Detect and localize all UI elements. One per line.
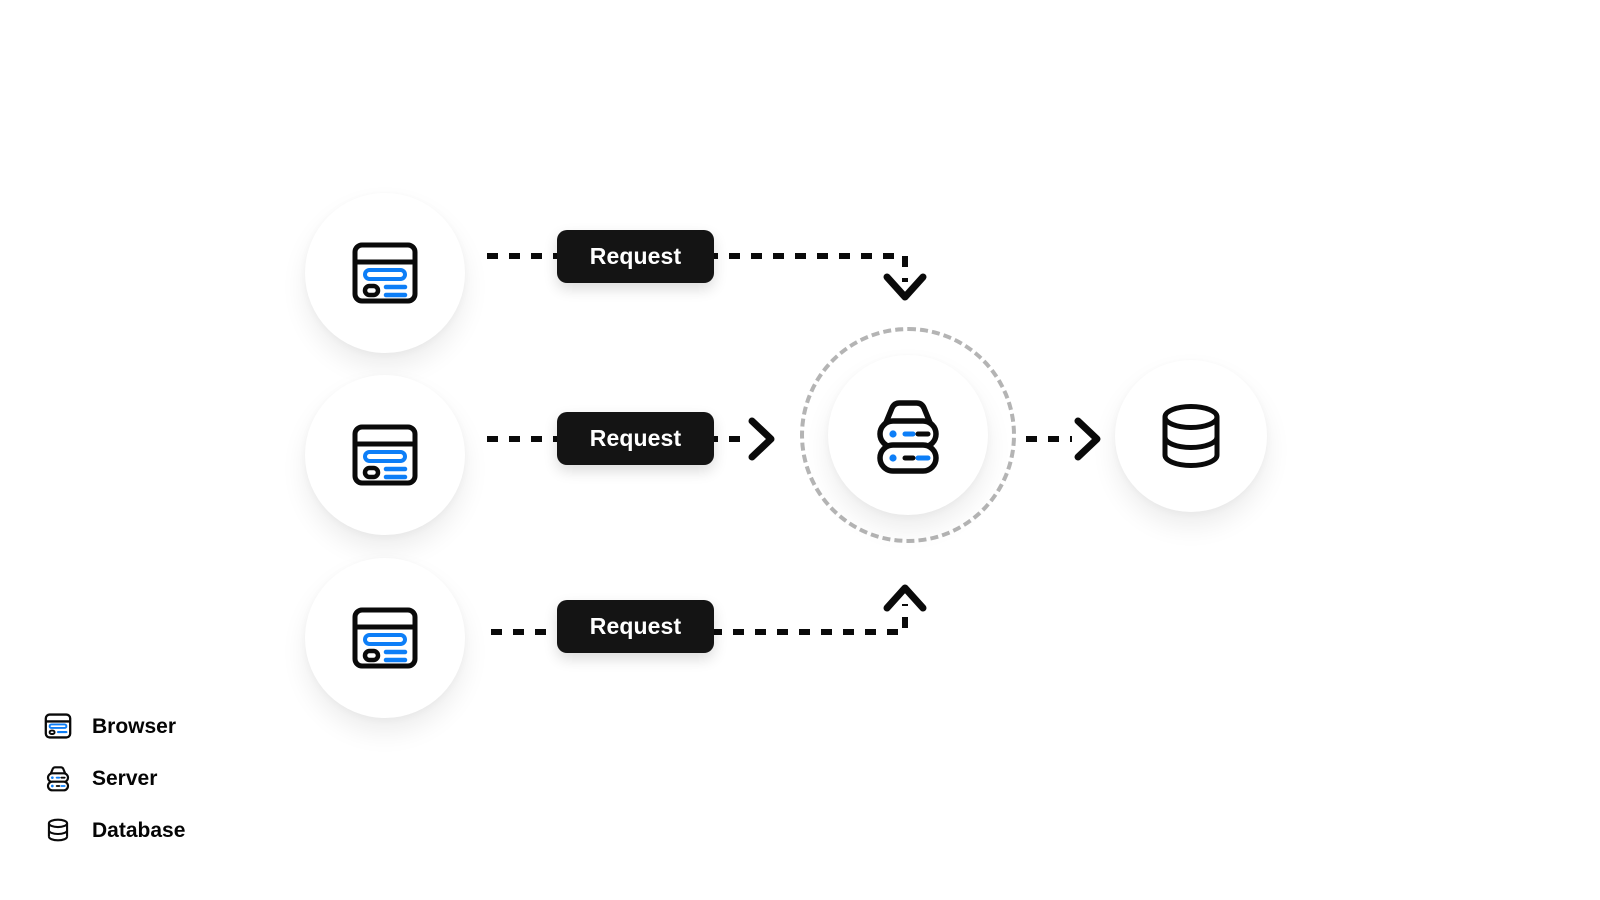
badge-text: Request xyxy=(589,425,682,451)
node-browser-3[interactable] xyxy=(305,558,465,718)
edge-label-request-2[interactable]: Request xyxy=(557,412,714,465)
database-icon xyxy=(1148,393,1234,479)
legend-item-server: Server xyxy=(42,752,185,804)
node-database-1[interactable] xyxy=(1115,360,1267,512)
arrowhead-right-icon xyxy=(748,417,775,461)
legend-item-browser: Browser xyxy=(42,700,185,752)
server-icon xyxy=(860,387,956,483)
badge-text: Request xyxy=(589,243,682,269)
badge-text: Request xyxy=(589,613,682,639)
legend: Browser Server xyxy=(42,700,185,856)
edge-label-request-3[interactable]: Request xyxy=(557,600,714,653)
browser-icon xyxy=(343,231,427,315)
legend-label-browser: Browser xyxy=(92,714,177,738)
server-highlight-ring xyxy=(800,327,1016,543)
browser-icon xyxy=(343,413,427,497)
arrowhead-down-icon xyxy=(883,273,927,301)
edge-server-to-database xyxy=(1026,417,1101,461)
server-icon xyxy=(42,762,74,794)
browser-icon xyxy=(42,710,74,742)
edge-label-request-1[interactable]: Request xyxy=(557,230,714,283)
legend-label-database: Database xyxy=(92,818,186,842)
node-browser-1[interactable] xyxy=(305,193,465,353)
node-server-1[interactable] xyxy=(828,355,988,515)
legend-label-server: Server xyxy=(92,766,158,790)
browser-icon xyxy=(343,596,427,680)
database-icon xyxy=(42,814,74,846)
node-browser-2[interactable] xyxy=(305,375,465,535)
arrowhead-right-icon xyxy=(1074,417,1101,461)
arrowhead-up-icon xyxy=(883,584,927,612)
legend-item-database: Database xyxy=(42,804,185,856)
